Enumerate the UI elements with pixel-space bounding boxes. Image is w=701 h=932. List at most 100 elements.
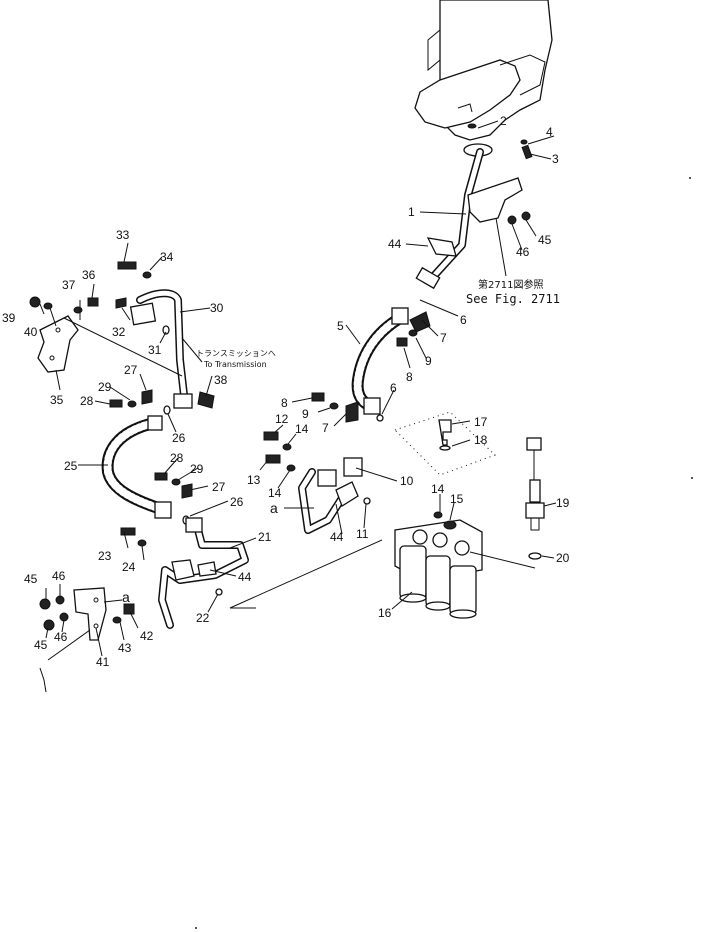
bolt-8-a	[396, 337, 408, 347]
callout-27-b: 27	[212, 480, 226, 494]
nut-46-c	[59, 612, 69, 622]
washer-14-b	[286, 464, 296, 472]
pipe-21	[158, 517, 249, 629]
bolt-3-top	[521, 144, 533, 160]
bolt-28-a	[109, 399, 123, 408]
washer-43	[112, 616, 122, 624]
washer-40	[43, 302, 53, 310]
bracket-35	[37, 315, 79, 373]
engine-housing	[414, 0, 553, 157]
callout-11: 11	[356, 527, 369, 541]
callout-12: 12	[275, 412, 289, 426]
bracket-41	[73, 587, 107, 641]
callout-29-b: 29	[190, 462, 204, 476]
callout-7: 7	[440, 331, 447, 345]
bolt-36	[87, 297, 99, 307]
callout-44-c: 44	[238, 570, 252, 584]
callout-28-b: 28	[170, 451, 184, 465]
callout-15: 15	[450, 492, 464, 506]
frame-line	[39, 667, 47, 693]
callout-19: 19	[556, 496, 570, 510]
washer-18	[439, 445, 451, 451]
joint-mark-a-1: a	[270, 500, 278, 516]
oring-6-b	[376, 414, 384, 422]
callout-24: 24	[122, 560, 136, 574]
hose-25	[101, 415, 172, 519]
joint-mark-a-2: a	[122, 589, 130, 605]
oring-31	[162, 325, 170, 335]
callout-38: 38	[214, 373, 228, 387]
callout-39: 39	[2, 311, 16, 325]
callout-labels: 1 2 3 4 5 6 7 8 9 10 11 12 13 14 15 16 1…	[2, 114, 570, 669]
plug-17	[438, 419, 452, 446]
callout-1: 1	[408, 205, 415, 219]
filter-unit-16	[394, 511, 483, 619]
clamp-27-a	[141, 389, 153, 405]
callout-18: 18	[474, 433, 488, 447]
callout-32: 32	[112, 325, 126, 339]
transmission-note-jp: トランスミッションへ	[196, 349, 276, 358]
callout-5: 5	[337, 319, 344, 333]
callout-29: 29	[98, 380, 112, 394]
oring-26-a	[163, 405, 171, 415]
callout-45-c: 45	[34, 638, 48, 652]
pipe-30	[129, 289, 215, 409]
callout-46: 46	[516, 245, 530, 259]
washer-29-a	[127, 400, 137, 408]
callout-41: 41	[96, 655, 110, 669]
specks	[195, 177, 693, 929]
callout-42: 42	[140, 629, 154, 643]
washer-24	[137, 539, 147, 547]
callout-44-b: 44	[330, 530, 344, 544]
bolt-8-b	[311, 392, 325, 402]
callout-2: 2	[500, 114, 507, 128]
transmission-note-en: To Transmission	[203, 360, 267, 369]
callout-27: 27	[124, 363, 138, 377]
clamp-27-b	[181, 483, 193, 499]
bolt-23	[120, 527, 136, 536]
callout-4: 4	[546, 125, 553, 139]
bracket-fig2711	[467, 177, 523, 223]
callout-30: 30	[210, 301, 224, 315]
bolt-13	[265, 454, 281, 464]
fig-ref-en: See Fig. 2711	[466, 292, 560, 306]
callout-14: 14	[295, 422, 309, 436]
leader-lines	[39, 120, 557, 661]
washer-9-b	[329, 402, 339, 410]
notes: 第2711図参照 See Fig. 2711 トランスミッションへ To Tra…	[196, 278, 560, 369]
oring-22	[215, 588, 223, 596]
callout-45-b: 45	[24, 572, 38, 586]
callout-25: 25	[64, 459, 78, 473]
washer-9-a	[408, 329, 418, 337]
callout-8: 8	[406, 370, 413, 384]
washer-34	[142, 271, 152, 279]
callout-45: 45	[538, 233, 552, 247]
callout-14-c: 14	[431, 482, 445, 496]
callout-37: 37	[62, 278, 76, 292]
callout-21: 21	[258, 530, 272, 544]
callout-26: 26	[172, 431, 186, 445]
callout-13: 13	[247, 473, 261, 487]
clamp-44-top	[426, 237, 457, 257]
bolt-42	[123, 603, 135, 615]
bolt-12	[263, 431, 279, 441]
callout-35: 35	[50, 393, 64, 407]
mounting-pad	[394, 411, 496, 476]
callout-22: 22	[196, 611, 210, 625]
nut-45-b	[39, 598, 51, 610]
callout-33: 33	[116, 228, 130, 242]
callout-9-b: 9	[302, 407, 309, 421]
washer-14-a	[282, 443, 292, 451]
callout-40: 40	[24, 325, 38, 339]
callout-26-b: 26	[230, 495, 244, 509]
bolt-33	[117, 261, 137, 270]
callout-9: 9	[425, 354, 432, 368]
callout-17: 17	[474, 415, 488, 429]
oring-11	[363, 497, 371, 505]
nut-45-c	[43, 619, 55, 631]
callout-7-b: 7	[322, 421, 329, 435]
nut-39	[29, 296, 41, 308]
bolt-28-b	[154, 472, 168, 481]
sensor-19	[525, 437, 545, 560]
